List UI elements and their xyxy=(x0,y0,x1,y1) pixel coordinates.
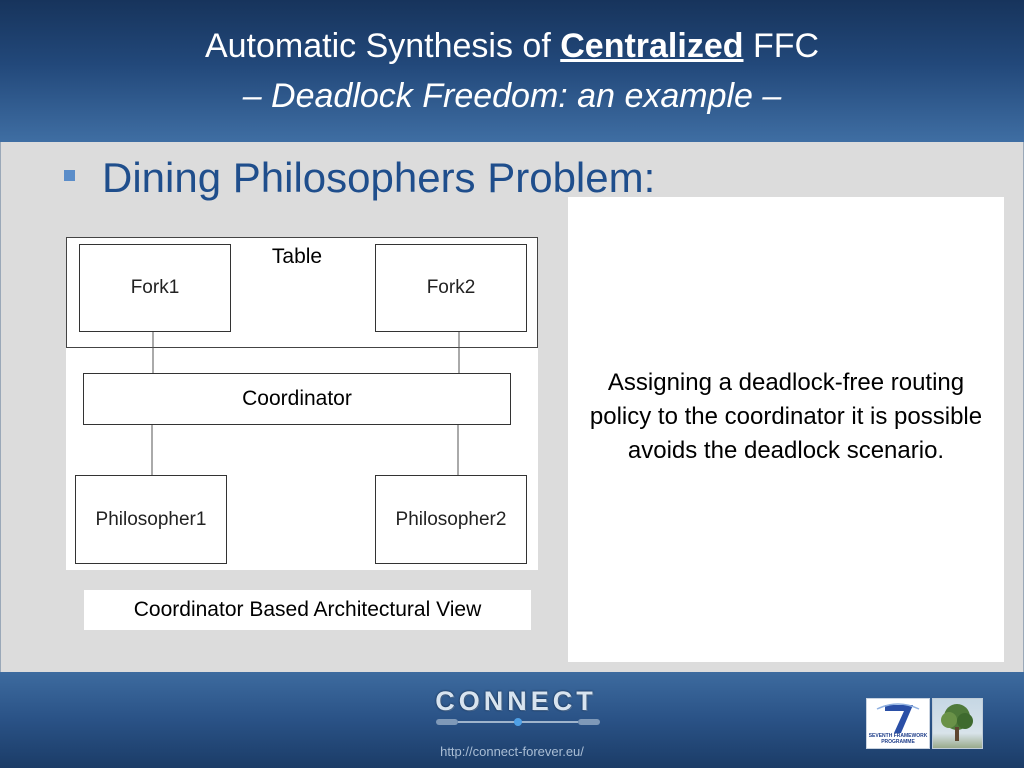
coordinator-box: Coordinator xyxy=(83,373,511,425)
table-label: Table xyxy=(271,245,323,268)
connect-logo: CONNECT xyxy=(435,686,597,716)
title-suffix: FFC xyxy=(743,27,820,65)
connect-logo-bar-icon xyxy=(436,718,600,726)
diagram-caption: Coordinator Based Architectural View xyxy=(84,590,531,630)
footer-url: http://connect-forever.eu/ xyxy=(440,744,584,759)
title-prefix: Automatic Synthesis of xyxy=(204,27,561,65)
bullet-heading: Dining Philosophers Problem: xyxy=(102,154,656,201)
title-emphasis: Centralized xyxy=(560,27,744,65)
slide-subtitle: – Deadlock Freedom: an example – xyxy=(242,77,782,115)
tree-icon xyxy=(941,704,973,741)
bullet-marker-icon xyxy=(64,170,75,181)
tree-logo xyxy=(932,698,983,749)
fp7-label: SEVENTH FRAMEWORK PROGRAMME xyxy=(868,733,928,745)
explanation-panel xyxy=(568,197,1004,662)
explanation-text: Assigning a deadlock-free routing policy… xyxy=(589,369,983,464)
fp7-logo: SEVENTH FRAMEWORK PROGRAMME xyxy=(866,698,930,749)
philosopher2-box: Philosopher2 xyxy=(375,475,527,564)
slide-title: Automatic Synthesis of Centralized FFC xyxy=(0,26,1024,66)
philosopher1-box: Philosopher1 xyxy=(75,475,227,564)
fork2-box: Fork2 xyxy=(375,244,527,332)
slide-header: Automatic Synthesis of Centralized FFC –… xyxy=(0,0,1024,142)
slide-footer xyxy=(0,672,1024,768)
fp7-seven-icon xyxy=(876,703,920,733)
fork1-box: Fork1 xyxy=(79,244,231,332)
